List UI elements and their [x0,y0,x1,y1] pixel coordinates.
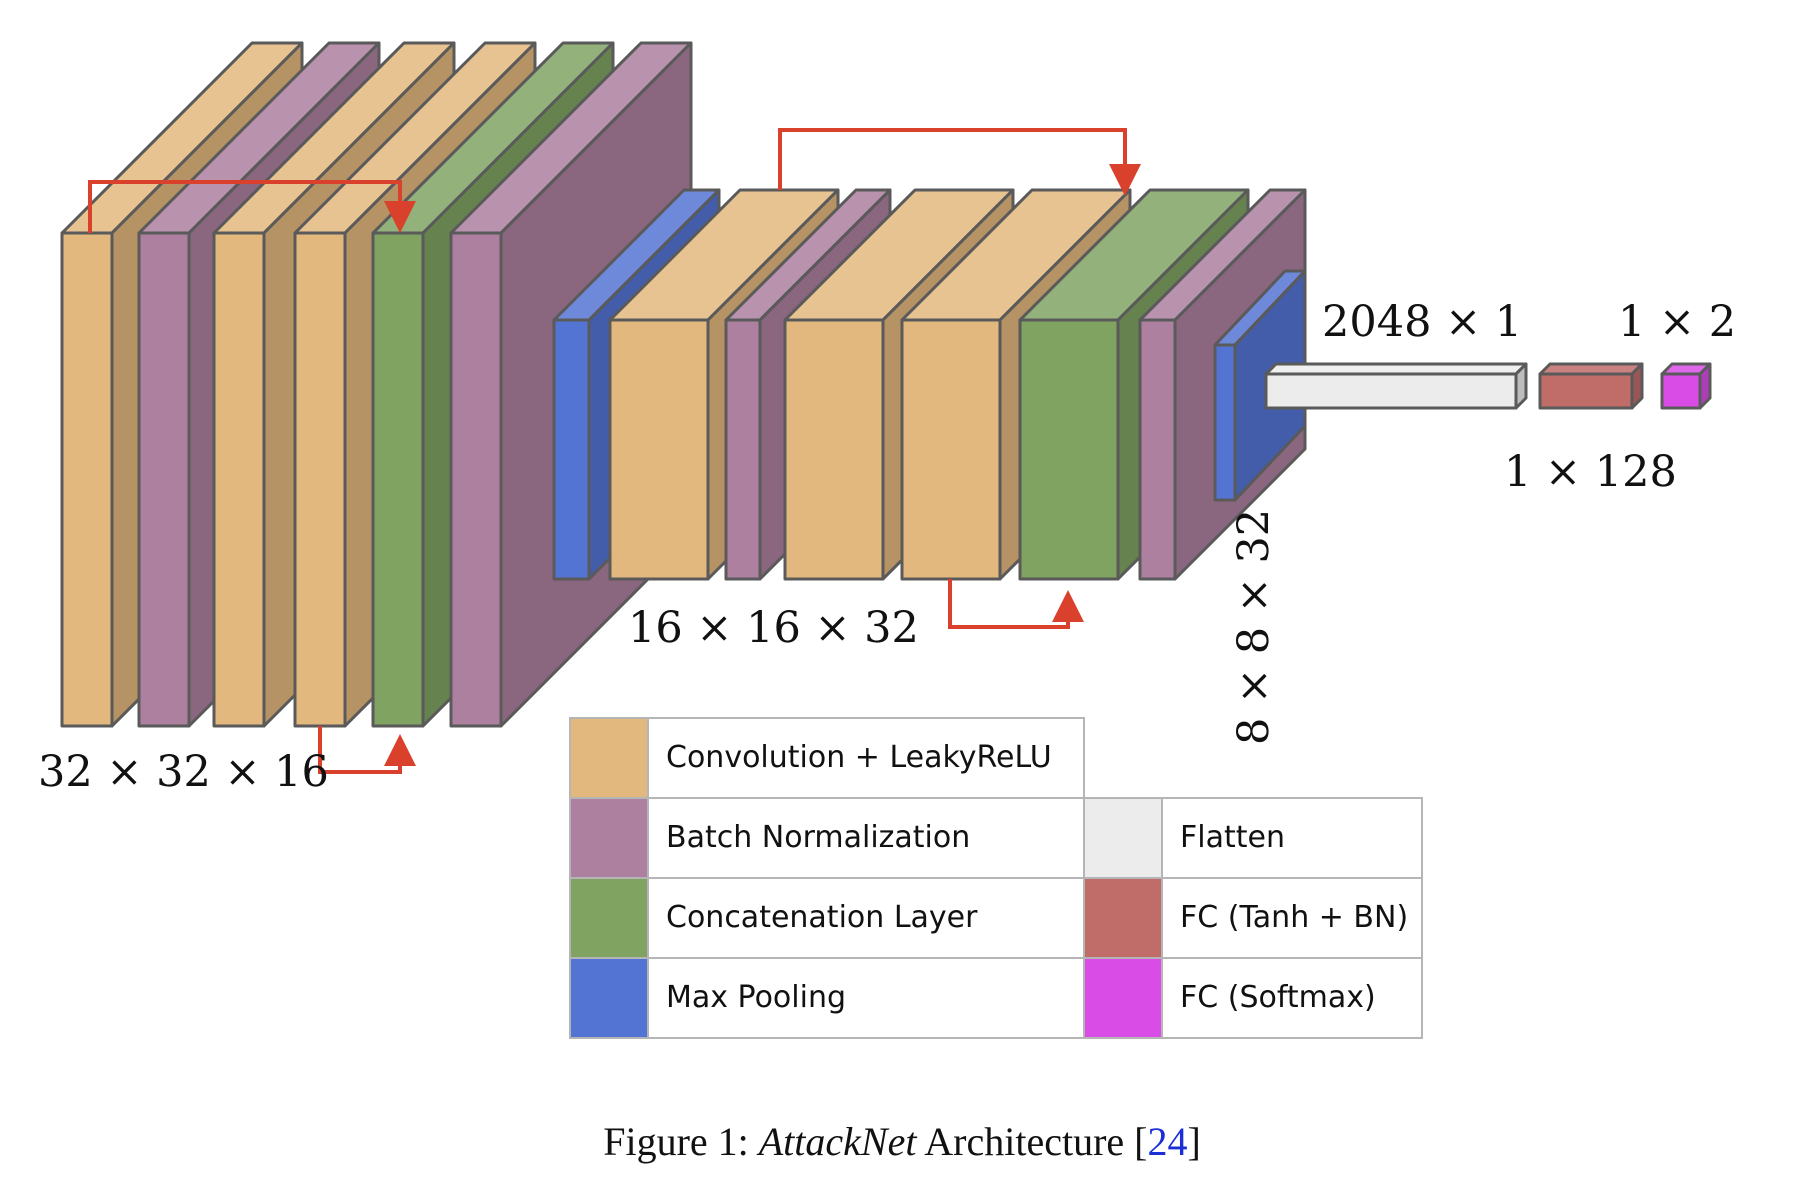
caption-close: ] [1187,1119,1200,1164]
stage2-layer-7-bn-front-face [1138,318,1177,581]
legend-label-pool: Max Pooling [666,980,846,1015]
caption-prefix: Figure 1: [603,1119,759,1164]
dim-label-stage2: 16 × 16 × 32 [628,603,919,653]
caption-suffix: Architecture [ [916,1119,1147,1164]
stage2-layer-1-pool-front-face [552,318,591,581]
legend-swatch-pool [570,958,648,1038]
stage1-layer-5-concat-front-face [371,231,425,728]
stage1-layer-3-conv-front-face [212,231,266,728]
stage1-layer-4-conv-front-face [293,231,347,728]
fc-softmax-layer [1660,362,1712,410]
dim-label-flatten: 2048 × 1 [1322,297,1522,347]
stage1-layer-6-bn-front-face [449,231,503,728]
legend-label-bn: Batch Normalization [666,820,970,855]
legend: Convolution + LeakyReLU Batch Normalizat… [569,717,1423,1039]
dim-label-stage3: 8 × 8 × 32 [1229,509,1279,745]
flatten-layer-front-face [1264,372,1518,410]
legend-swatch-flatten [1084,798,1162,878]
legend-label-fc-tanh: FC (Tanh + BN) [1180,900,1408,935]
stage2-layer-3-bn-front-face [724,318,762,581]
skip-arrow-stage1-bottom [318,726,416,774]
legend-swatch-conv [570,718,648,798]
caption-model-name: AttackNet [756,1119,918,1164]
skip-arrow-stage2-top [778,128,1141,196]
dim-label-fc-hidden: 1 × 128 [1504,447,1677,497]
stage3-layer-pool-front-face [1213,343,1237,502]
legend-swatch-concat [570,878,648,958]
legend-swatch-fc-softmax [1084,958,1162,1038]
legend-label-concat: Concatenation Layer [666,900,978,935]
flatten-layer [1264,362,1528,410]
skip-arrow-stage2-bottom [948,579,1084,629]
stage2-layer-5-conv-front-face [900,318,1002,581]
stage1-layer-2-bn-front-face [137,231,191,728]
fc-tanh-layer [1538,362,1644,410]
dim-label-fc-output: 1 × 2 [1618,297,1736,347]
legend-label-flatten: Flatten [1180,820,1285,855]
fc-softmax-layer-front-face [1660,372,1702,410]
legend-label-fc-softmax: FC (Softmax) [1180,980,1376,1015]
caption-reference-link[interactable]: 24 [1147,1119,1187,1164]
legend-swatch-bn [570,798,648,878]
stage2-layer-2-conv-front-face [608,318,710,581]
skip-arrow-stage1-top [88,180,416,233]
stage2-layer-6-concat-front-face [1018,318,1120,581]
legend-swatch-fc-tanh [1084,878,1162,958]
fc-tanh-layer-front-face [1538,372,1634,410]
stage2-layer-4-conv-front-face [783,318,885,581]
skip-connections [88,128,1141,774]
legend-label-conv: Convolution + LeakyReLU [666,740,1052,775]
figure-caption: Figure 1: AttackNet Architecture [24] [603,1119,1201,1164]
dim-label-stage1: 32 × 32 × 16 [38,747,329,797]
stage1-layer-1-conv-front-face [60,231,114,728]
